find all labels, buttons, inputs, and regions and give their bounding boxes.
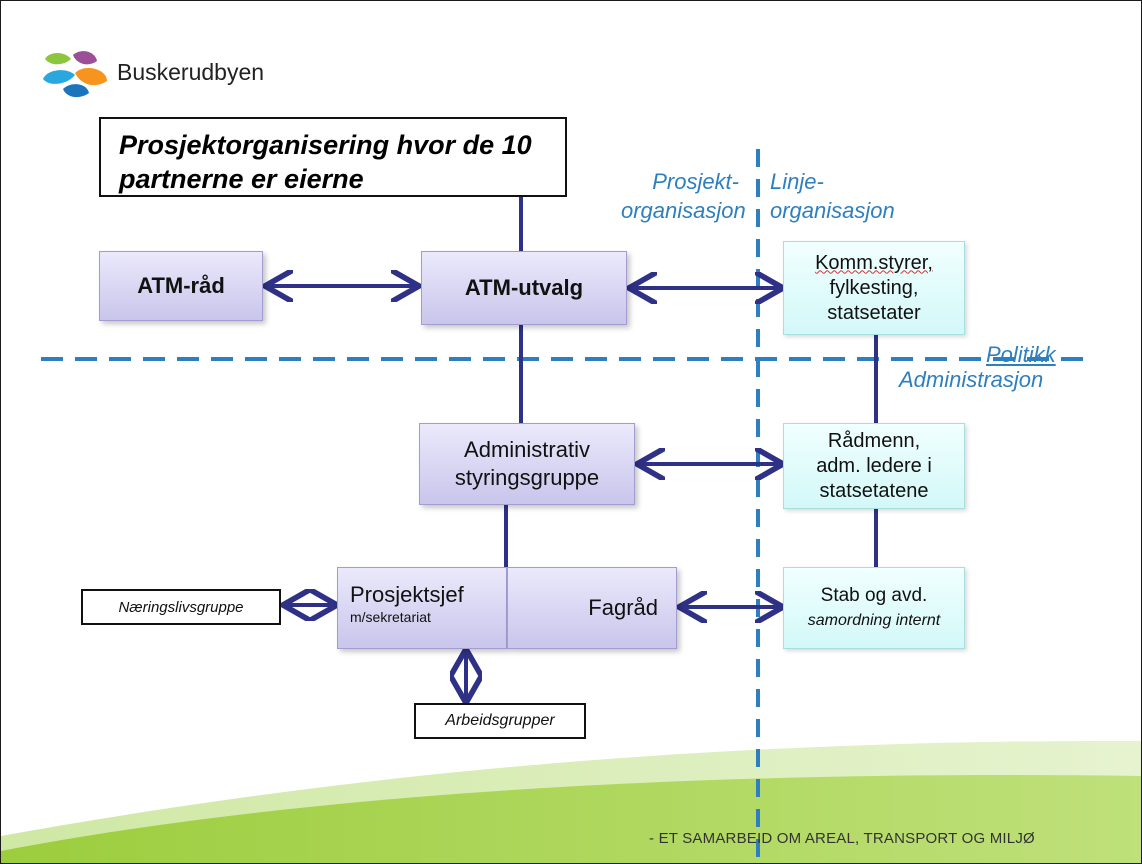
adm-styringsgruppe-box: Administrativ styringsgruppe: [419, 423, 635, 505]
logo-text: Buskerudbyen: [117, 59, 265, 85]
buskerudbyen-logo-icon: [43, 51, 107, 98]
stab-box: Stab og avd. samordning internt: [783, 567, 965, 649]
title-line1: Prosjektorganisering hvor de 10: [119, 130, 532, 160]
title-box: Prosjektorganisering hvor de 10 partnern…: [99, 117, 567, 197]
fagrad-box: Fagråd: [507, 567, 677, 649]
atm-rad-box: ATM-råd: [99, 251, 263, 321]
komm-styrer-box: Komm.styrer, fylkesting, statsetater: [783, 241, 965, 335]
politikk-label: Politikk: [986, 342, 1056, 367]
atm-utvalg-label: ATM-utvalg: [464, 275, 584, 300]
atm-utvalg-box: ATM-utvalg: [421, 251, 627, 325]
prosjekt-organisasjon-label: Prosjekt- organisasjon: [621, 169, 746, 223]
arbeidsgrupper-box: Arbeidsgrupper: [414, 703, 586, 739]
footer-tagline: - ET SAMARBEID OM AREAL, TRANSPORT OG MI…: [649, 830, 1035, 847]
radmenn-box: Rådmenn, adm. ledere i statsetatene: [783, 423, 965, 509]
administrasjon-label: Administrasjon: [899, 367, 1044, 392]
linje-organisasjon-label: Linje- organisasjon: [770, 169, 895, 223]
sekretariat-label: m/sekretariat: [350, 609, 431, 625]
fagrad-label: Fagråd: [588, 595, 658, 620]
naeringslivsgruppe-box: Næringslivsgruppe: [81, 589, 281, 625]
title-line2: partnerne er eierne: [119, 164, 364, 194]
atm-rad-label: ATM-råd: [137, 273, 225, 298]
prosjektsjef-label: Prosjektsjef: [350, 582, 464, 607]
prosjektsjef-box: Prosjektsjef m/sekretariat: [337, 567, 507, 649]
